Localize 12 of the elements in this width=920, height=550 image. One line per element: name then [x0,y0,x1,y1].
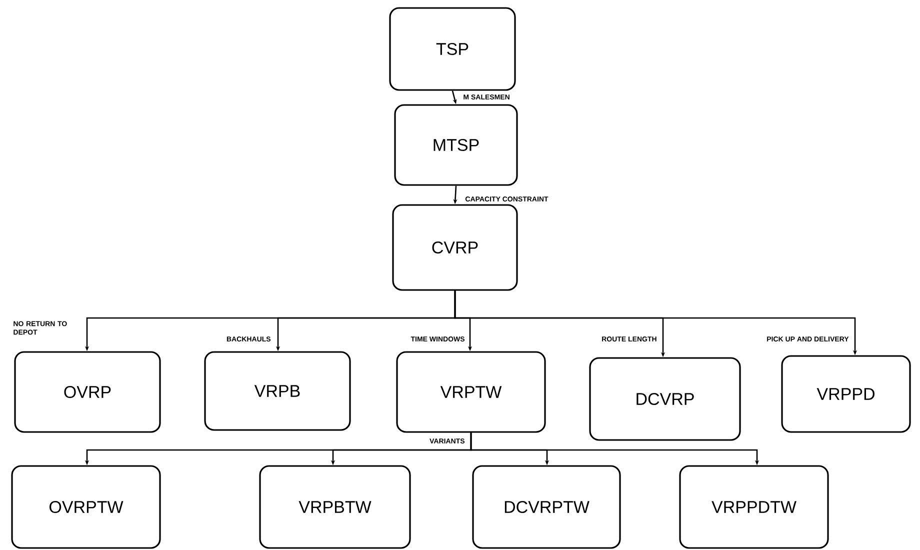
process-box: VRPBTW [259,465,411,549]
process-box: VRPB [204,351,351,431]
process-box: VRPPDTW [679,465,829,549]
process-box: DCVRPTW [472,465,621,549]
process-box: MTSP [394,104,518,186]
process-box: TSP [389,7,516,91]
process-box: VRPTW [396,351,546,433]
process-box: DCVRP [589,357,741,441]
process-box: CVRP [392,204,518,291]
process-box: OVRP [14,351,161,433]
process-box: OVRPTW [11,465,161,549]
process-box: VRPPD [781,355,911,433]
